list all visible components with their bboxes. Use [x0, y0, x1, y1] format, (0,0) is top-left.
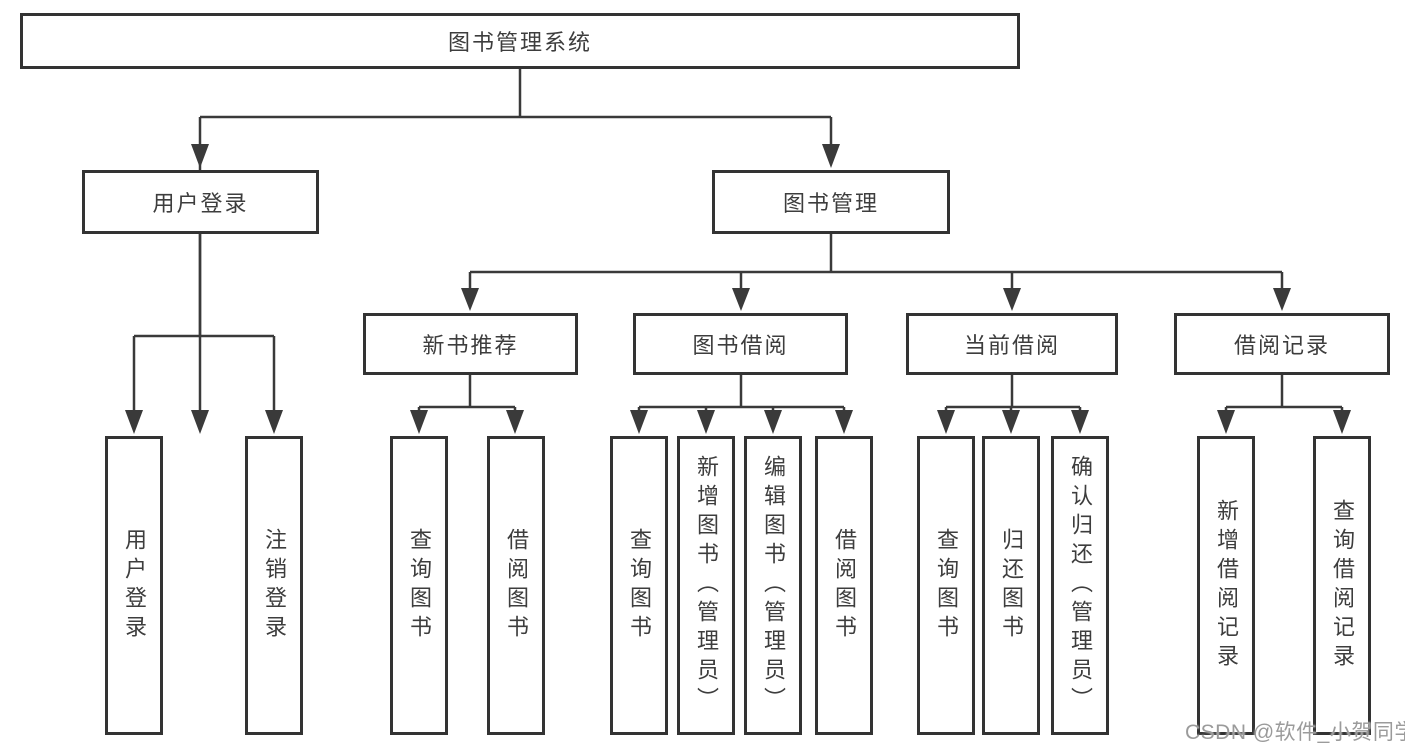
- leaf-current-confirm-admin: 确认归还（管理员）: [1051, 436, 1109, 735]
- leaf-borrow-edit-admin-label: 编辑图书（管理员）: [761, 455, 786, 716]
- node-current-borrow: 当前借阅: [906, 313, 1118, 375]
- leaf-borrow-borrow-label: 借阅图书: [832, 527, 857, 644]
- connector-current-to-leaves: [937, 375, 1089, 434]
- leaf-records-add-label: 新增借阅记录: [1214, 498, 1239, 673]
- connector-mgmt-to-level3: [461, 234, 1291, 311]
- leaf-borrow-query: 查询图书: [610, 436, 668, 735]
- node-book-mgmt: 图书管理: [712, 170, 950, 234]
- node-new-book-recommend: 新书推荐: [363, 313, 578, 375]
- leaf-borrow-borrow: 借阅图书: [815, 436, 873, 735]
- connector-newbook-to-leaves: [410, 375, 524, 434]
- connector-root-arrow-left-fix: [191, 144, 209, 168]
- node-new-book-recommend-label: 新书推荐: [422, 333, 519, 358]
- leaf-newbook-borrow: 借阅图书: [487, 436, 545, 735]
- connector-login-to-leaves: [125, 234, 283, 434]
- leaf-borrow-edit-admin: 编辑图书（管理员）: [744, 436, 802, 735]
- leaf-current-return-label: 归还图书: [999, 527, 1024, 644]
- leaf-borrow-add-admin-label: 新增图书（管理员）: [694, 455, 719, 716]
- leaf-newbook-query: 查询图书: [390, 436, 448, 735]
- leaf-current-query: 查询图书: [917, 436, 975, 735]
- leaf-newbook-borrow-label: 借阅图书: [504, 527, 529, 644]
- leaf-newbook-query-label: 查询图书: [407, 527, 432, 644]
- connector-root-to-level2: [191, 69, 840, 434]
- node-borrow-records-label: 借阅记录: [1233, 333, 1330, 358]
- node-book-borrow-label: 图书借阅: [692, 333, 789, 358]
- leaf-records-query: 查询借阅记录: [1313, 436, 1371, 735]
- leaf-current-query-label: 查询图书: [934, 527, 959, 644]
- leaf-current-return: 归还图书: [982, 436, 1040, 735]
- node-book-mgmt-label: 图书管理: [782, 191, 879, 216]
- node-root-label: 图书管理系统: [447, 30, 592, 55]
- node-user-login-label: 用户登录: [152, 191, 249, 216]
- leaf-user-login: 用户登录: [105, 436, 163, 735]
- node-user-login: 用户登录: [82, 170, 319, 234]
- leaf-borrow-query-label: 查询图书: [627, 527, 652, 644]
- leaf-borrow-add-admin: 新增图书（管理员）: [677, 436, 735, 735]
- leaf-logout-label: 注销登录: [262, 527, 287, 644]
- connector-borrow-to-leaves: [630, 375, 853, 434]
- leaf-current-confirm-admin-label: 确认归还（管理员）: [1068, 455, 1093, 716]
- connector-records-to-leaves: [1217, 375, 1351, 434]
- node-root: 图书管理系统: [20, 13, 1020, 69]
- leaf-records-query-label: 查询借阅记录: [1330, 498, 1355, 673]
- leaf-user-login-label: 用户登录: [122, 527, 147, 644]
- leaf-records-add: 新增借阅记录: [1197, 436, 1255, 735]
- node-borrow-records: 借阅记录: [1174, 313, 1390, 375]
- node-book-borrow: 图书借阅: [633, 313, 848, 375]
- watermark: CSDN @软件_小贺同学: [1185, 721, 1405, 744]
- node-current-borrow-label: 当前借阅: [963, 333, 1060, 358]
- leaf-logout: 注销登录: [245, 436, 303, 735]
